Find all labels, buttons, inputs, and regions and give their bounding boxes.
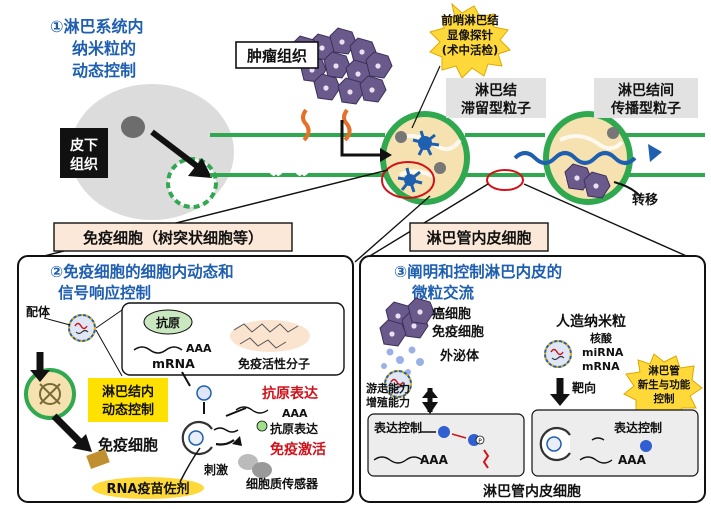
probe-burst-line-1: 前哨淋巴结: [441, 13, 499, 27]
lymph-endothelial-box: [409, 222, 549, 252]
cytosolic-sensor-label: 细胞质传感器: [246, 476, 319, 491]
section3-immune-cell-label: 免疫细胞: [432, 324, 484, 340]
section2-title-1: ②免疫细胞的细胞内动态和: [50, 262, 234, 281]
p-label: P: [478, 438, 482, 445]
artificial-nanoparticle: [544, 340, 572, 368]
cancer-cell-label: 癌细胞: [432, 306, 471, 322]
antigen-expression-label: 抗原表达: [262, 385, 318, 402]
probe-burst-line-2: 显像探针: [447, 28, 493, 42]
node-highlight-ellipse: [381, 161, 435, 199]
antigen-blob: [143, 309, 193, 335]
section2-title-2: 信号响应控制: [58, 283, 151, 302]
immune-cell-body: [181, 420, 214, 456]
internode-label-2: 传播型粒子: [610, 100, 681, 117]
section1-title-2: 纳米粒的: [72, 39, 136, 58]
lymph-endothelial-box-label: 淋巴管内皮细胞: [426, 229, 531, 247]
probe-burst-line-3: (术中活检): [442, 43, 499, 57]
lymph-vessel-1: [210, 133, 385, 177]
endothelial-cell-right: [531, 409, 699, 477]
expr-control-right-label: 表达控制: [613, 420, 662, 435]
vessel-highlight-ellipse: [486, 169, 524, 191]
endothelial-bottom-label: 淋巴管内皮细胞: [483, 483, 581, 500]
immune-cell-label: 免疫细胞: [98, 436, 158, 454]
artificial-nano-label: 人造纳米粒: [556, 313, 626, 330]
immune-cell-box: [53, 222, 293, 252]
rna-adjuvant-label: RNA疫苗佐剂: [107, 481, 190, 497]
tumor-label-box: [235, 41, 319, 69]
probe-burst: [429, 2, 511, 79]
metastasis-label: 转移: [632, 192, 658, 208]
targeting-label: 靶向: [572, 380, 596, 395]
dendritic-cell-upper: [412, 130, 440, 156]
section1-title-3: 动态控制: [72, 61, 136, 80]
aaa-right-label: AAA: [618, 453, 647, 467]
migration-label-1: 游走能力: [366, 381, 410, 395]
node-control-box: [88, 378, 168, 422]
section3-title-1: ③阐明和控制淋巴内皮的: [394, 262, 562, 281]
lymph-capillary-start: [166, 157, 218, 209]
exosome-label: 外泌体: [439, 348, 480, 364]
aaa-left-label: AAA: [420, 453, 449, 467]
node-retention-label-2: 滞留型粒子: [461, 100, 531, 117]
nucleic-label-3: mRNA: [582, 360, 620, 373]
antigen-label: 抗原: [156, 315, 180, 330]
section3-title-2: 微粒交流: [411, 283, 475, 302]
nucleic-label-2: miRNA: [582, 346, 624, 359]
immune-cell-box-label: 免疫细胞（树突状细胞等）: [83, 229, 263, 247]
expr-control-left-label: 表达控制: [373, 420, 422, 435]
immune-active-molecule: [230, 320, 310, 352]
nanoparticle-dot: [121, 116, 145, 138]
propagation-wave: [513, 151, 637, 165]
burst-line-2: 新生与功能: [638, 378, 691, 391]
rna-adjuvant-bg: [92, 477, 204, 499]
burst-line-3: 控制: [654, 392, 675, 405]
node-control-label-2: 动态控制: [102, 402, 154, 418]
burst-line-1: 淋巴管: [648, 364, 680, 377]
migration-label-2: 增殖能力: [366, 395, 410, 409]
aaa2-label: AAA: [282, 407, 308, 420]
antigen-expr2-label: 抗原表达: [270, 421, 318, 436]
node-retention-label-1: 淋巴结: [475, 82, 517, 99]
dendritic-cell-lower: [397, 167, 423, 193]
stimulation-label: 刺激: [203, 462, 228, 477]
internode-box: [594, 78, 698, 118]
subcutaneous-label-1: 皮下: [69, 137, 98, 154]
subcutaneous-box: [60, 128, 108, 178]
aaa-label: AAA: [186, 342, 212, 355]
ligand-label: 配体: [26, 304, 51, 319]
node-retention-box: [446, 78, 546, 118]
tumor-label: 肿瘤组织: [247, 47, 307, 65]
nucleic-label-1: 核酸: [590, 331, 613, 345]
uptake-arrow: [150, 129, 204, 173]
section1-title-1: ①淋巴系统内: [50, 17, 144, 36]
immune-activation-label: 免疫激活: [270, 441, 326, 458]
lymph-vessel-3: [625, 133, 705, 177]
ligand-nanoparticle: [68, 314, 96, 342]
uptake-arrowhead: [188, 158, 212, 178]
subcutaneous-label-2: 组织: [70, 156, 98, 173]
exosome-cluster: [379, 297, 435, 375]
internode-label-1: 淋巴结间: [618, 82, 674, 99]
mrna-label: mRNA: [152, 356, 195, 371]
lymph-vessel-2: [465, 133, 545, 177]
lymph-node-1: [380, 111, 470, 205]
immune-active-label: 免疫活性分子: [238, 356, 310, 371]
node-control-label-1: 淋巴结内: [102, 384, 154, 400]
